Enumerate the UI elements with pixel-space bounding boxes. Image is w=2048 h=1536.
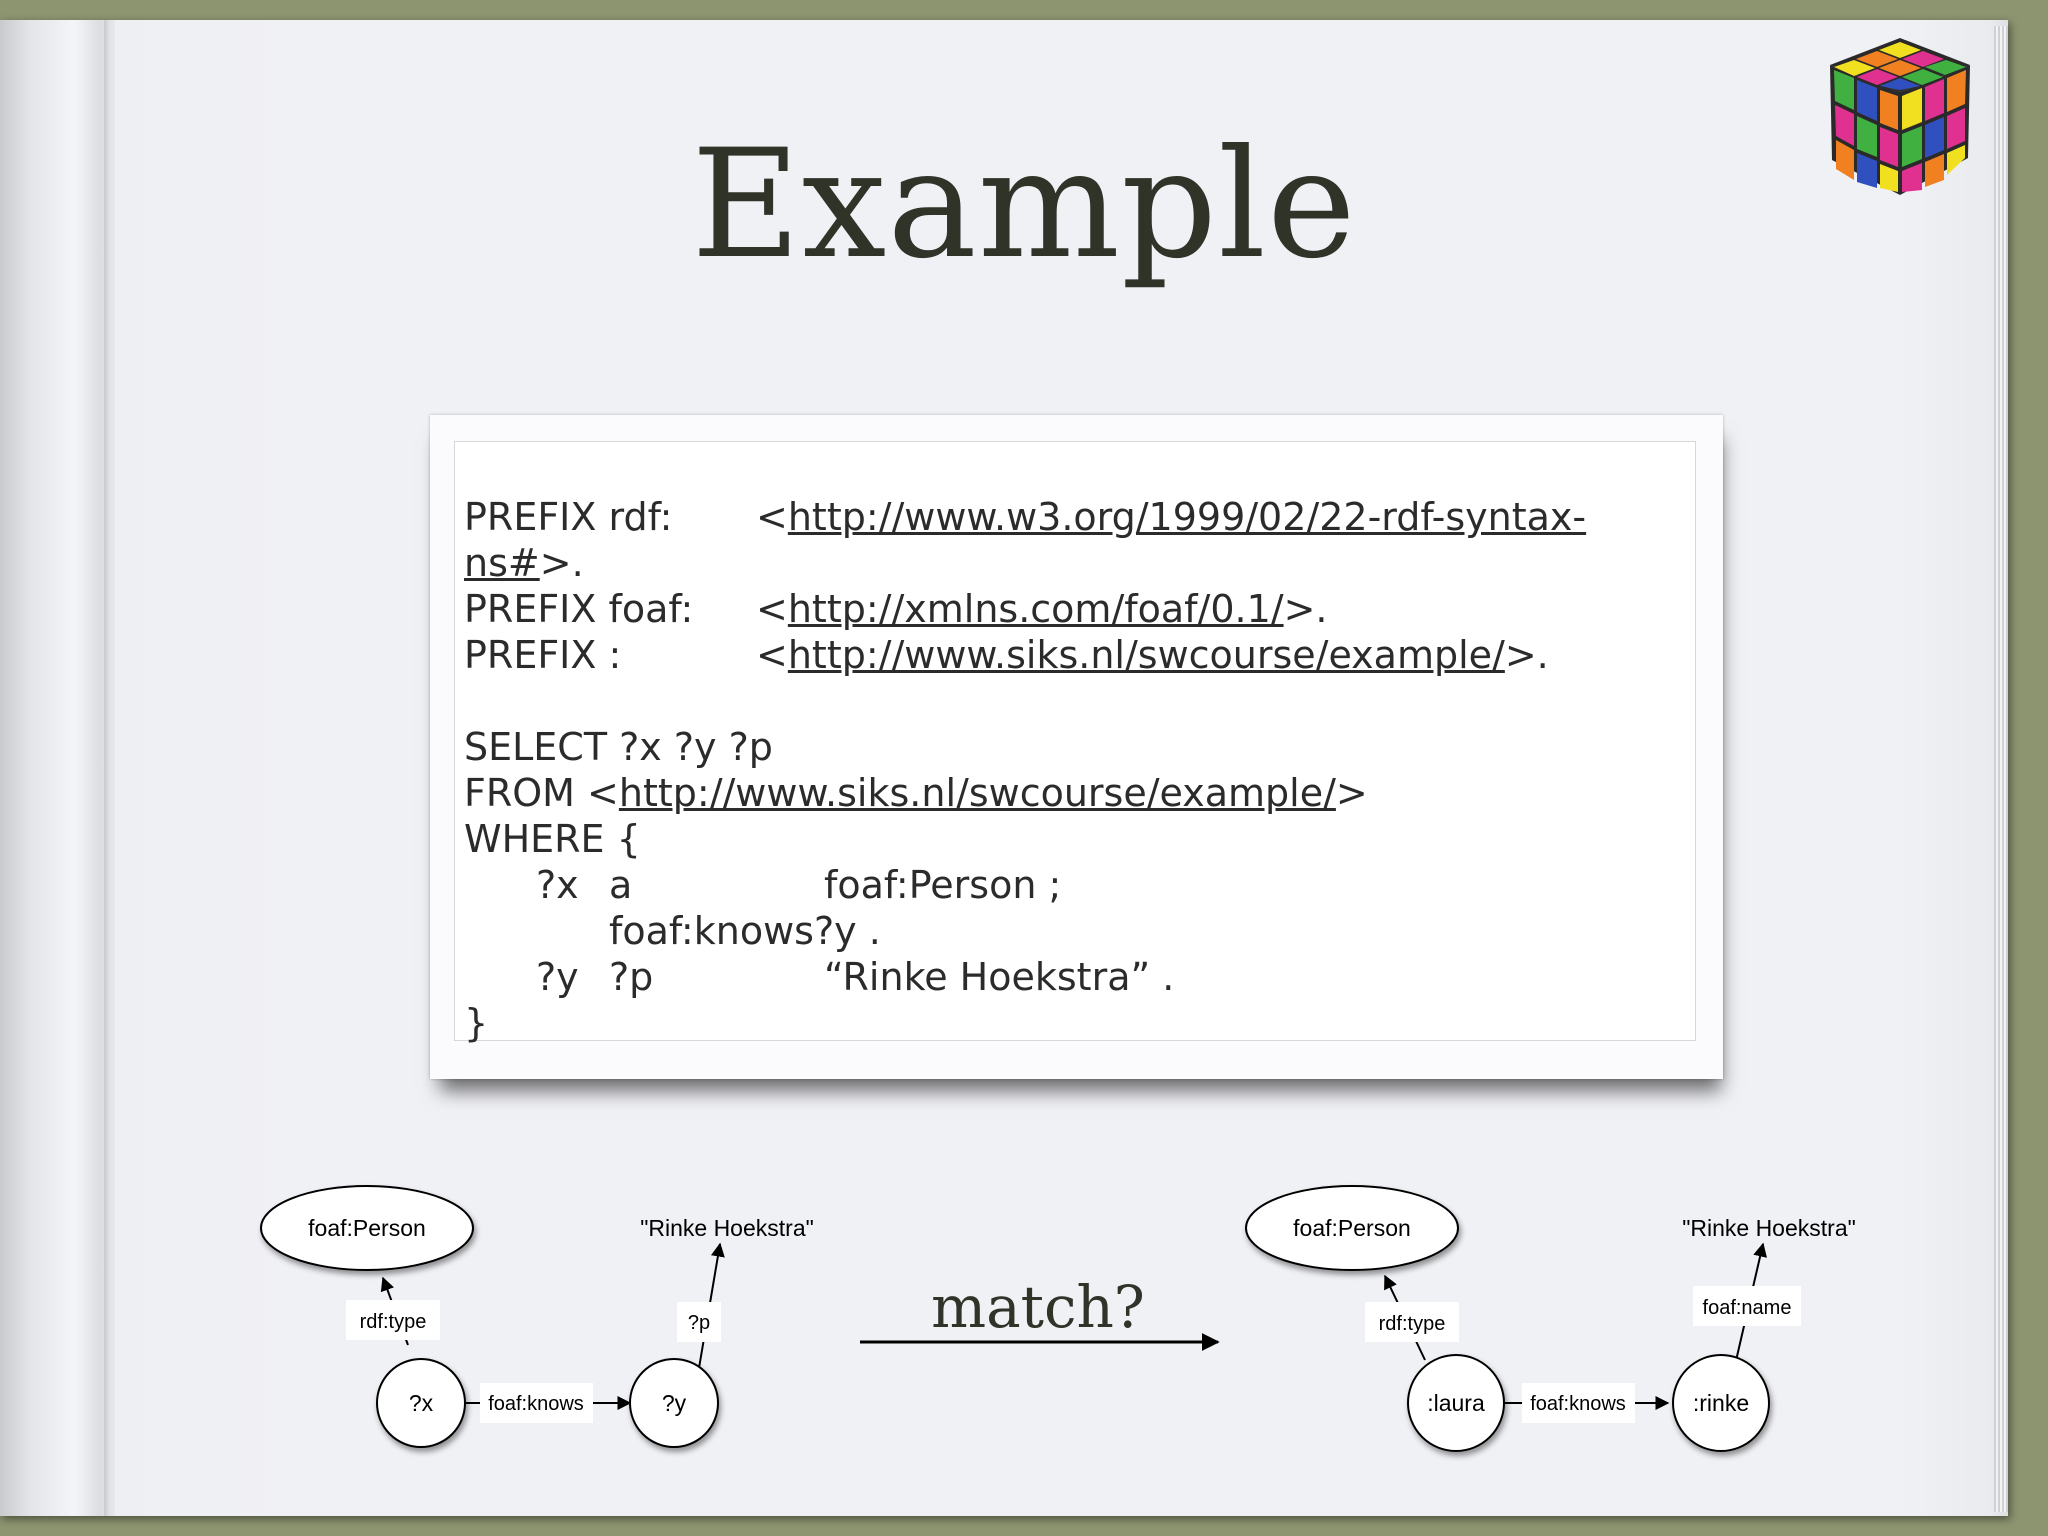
triple-line: ?x a foaf:Person ; (464, 862, 1704, 908)
from-graph-link[interactable]: http://www.siks.nl/swcourse/example/ (618, 771, 1336, 815)
resource-node-laura (1407, 1354, 1505, 1452)
edge-label-box (346, 1300, 440, 1340)
edge-label-box (1693, 1286, 1801, 1326)
resource-node-rinke (1672, 1354, 1770, 1452)
binding-fold (104, 20, 110, 1516)
pattern-graph: foaf:Person "Rinke Hoekstra" rdf:type ?p… (260, 1185, 814, 1448)
type-edge-label: rdf:type (1379, 1313, 1446, 1335)
prefix-default-line: PREFIX : <http://www.siks.nl/swcourse/ex… (464, 632, 1704, 678)
variable-node-y-label: ?y (662, 1390, 687, 1416)
class-node-label: foaf:Person (1293, 1215, 1411, 1241)
variable-node-x-label: ?x (409, 1390, 434, 1416)
triple-predicate: a (609, 863, 633, 907)
knows-edge-label: foaf:knows (1530, 1393, 1626, 1415)
where-close-line: } (464, 1001, 489, 1045)
name-edge-label: foaf:name (1703, 1297, 1792, 1319)
triple-line: foaf:knows?y . (464, 908, 1704, 954)
book-binding (0, 20, 115, 1516)
uri-bracket: < (756, 633, 788, 677)
triple-subject: ?x (536, 863, 579, 907)
class-node (1245, 1185, 1459, 1271)
rdf-namespace-link[interactable]: http://www.w3.org/1999/02/22-rdf-syntax- (787, 495, 1587, 539)
triple-subject: ?y (536, 955, 579, 999)
uri-bracket: > (1335, 771, 1368, 815)
class-node (260, 1185, 474, 1271)
variable-node-y (629, 1358, 719, 1448)
edge-label-box (1522, 1383, 1635, 1423)
sparql-query: PREFIX rdf: <http://www.w3.org/1999/02/2… (464, 494, 1704, 1046)
edge-label-box (480, 1383, 593, 1423)
prefix-rdf-continuation: ns#>. (464, 540, 1704, 586)
prefix-keyword: PREFIX foaf: (464, 587, 694, 631)
uri-bracket: >. (1504, 633, 1549, 677)
page-edge (1994, 26, 2008, 1512)
predicate-edge-label: ?p (688, 1312, 710, 1334)
knows-edge-label: foaf:knows (488, 1393, 584, 1415)
uri-bracket: >. (539, 541, 584, 585)
prefix-foaf-line: PREFIX foaf: <http://xmlns.com/foaf/0.1/… (464, 586, 1704, 632)
foaf-namespace-link[interactable]: http://xmlns.com/foaf/0.1/ (787, 587, 1284, 631)
example-namespace-link[interactable]: http://www.siks.nl/swcourse/example/ (787, 633, 1505, 677)
data-graph: foaf:Person "Rinke Hoekstra" rdf:type fo… (1245, 1185, 1856, 1452)
triple-predicate: ?p (609, 955, 654, 999)
resource-node-rinke-label: :rinke (1693, 1390, 1749, 1416)
variable-node-x (376, 1358, 466, 1448)
resource-node-laura-label: :laura (1427, 1390, 1485, 1416)
prefix-rdf-line: PREFIX rdf: <http://www.w3.org/1999/02/2… (464, 494, 1704, 540)
from-keyword: FROM < (464, 771, 619, 815)
uri-bracket: >. (1283, 587, 1328, 631)
type-edge-label: rdf:type (360, 1311, 427, 1333)
query-card-inner (454, 441, 1696, 1041)
prefix-keyword: PREFIX : (464, 633, 622, 677)
select-line: SELECT ?x ?y ?p (464, 725, 773, 769)
class-node-label: foaf:Person (308, 1215, 426, 1241)
triple-predicate-text: foaf:knows (609, 909, 814, 953)
edge-label-box (1365, 1302, 1459, 1342)
edge-label-box (677, 1302, 721, 1342)
prefix-keyword: PREFIX rdf: (464, 495, 673, 539)
triple-predicate: foaf:knows?y . (609, 908, 881, 954)
triple-line: ?y ?p “Rinke Hoekstra” . (464, 954, 1704, 1000)
triple-object: ?y . (813, 909, 881, 953)
triple-object: “Rinke Hoekstra” . (824, 955, 1175, 999)
rubiks-cube-logo (1830, 38, 1970, 195)
query-card (430, 415, 1723, 1079)
literal-node-label: "Rinke Hoekstra" (1682, 1215, 1856, 1241)
from-line: FROM <http://www.siks.nl/swcourse/exampl… (464, 770, 1704, 816)
slide-title: Example (691, 118, 1357, 292)
uri-bracket: < (756, 495, 788, 539)
rdf-namespace-link-cont[interactable]: ns# (464, 541, 540, 585)
uri-bracket: < (756, 587, 788, 631)
match-label: match? (931, 1273, 1145, 1341)
literal-node-label: "Rinke Hoekstra" (640, 1215, 814, 1241)
where-open-line: WHERE { (464, 817, 641, 861)
triple-object: foaf:Person ; (824, 863, 1062, 907)
